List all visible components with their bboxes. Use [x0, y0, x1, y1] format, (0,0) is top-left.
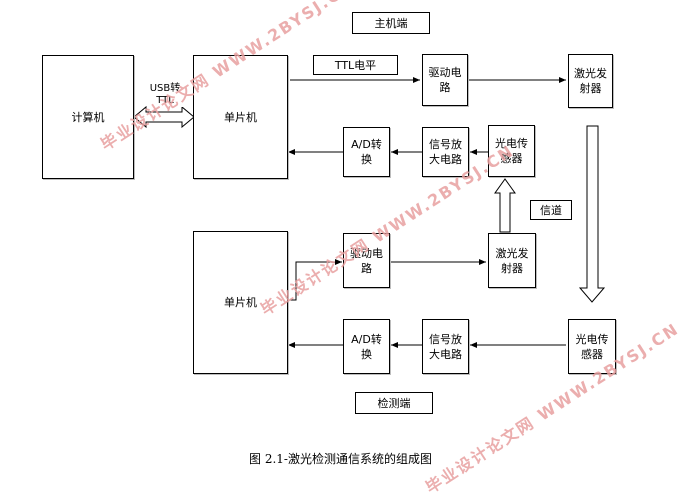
channel-label: 信道: [530, 200, 572, 220]
driver-circuit-block-top: 驱动电 路: [422, 54, 468, 106]
down-arrow-channel-large: [578, 125, 606, 303]
photo-sensor-block-top: 光电传 感器: [488, 125, 535, 177]
ad-converter-block-bottom: A/D转 换: [343, 319, 390, 374]
usb-ttl-label: USB转 TTL: [147, 83, 183, 107]
photo-sensor-block-bottom: 光电传 感器: [568, 319, 616, 374]
arrow-mcu-to-driver-bottom: [290, 259, 342, 301]
mcu-block-bottom: 单片机: [193, 231, 288, 374]
computer-block: 计算机: [42, 55, 134, 179]
signal-amp-block-top: 信号放 大电路: [422, 127, 469, 177]
laser-emitter-block-bottom: 激光发 射器: [488, 233, 536, 288]
connection-lines: [133, 77, 606, 348]
ttl-level-label: TTL电平: [313, 55, 398, 75]
host-end-label: 主机端: [352, 12, 430, 34]
up-arrow-channel-small: [494, 178, 516, 233]
mcu-block-top: 单片机: [193, 55, 288, 179]
detect-end-label: 检测端: [355, 392, 433, 414]
signal-amp-block-bottom: 信号放 大电路: [422, 319, 469, 374]
figure-caption: 图 2.1-激光检测通信系统的组成图: [249, 452, 432, 466]
ad-converter-block-top: A/D转 换: [343, 127, 390, 177]
driver-circuit-block-bottom: 驱动电 路: [343, 233, 390, 288]
laser-emitter-block-top: 激光发 射器: [568, 54, 613, 108]
